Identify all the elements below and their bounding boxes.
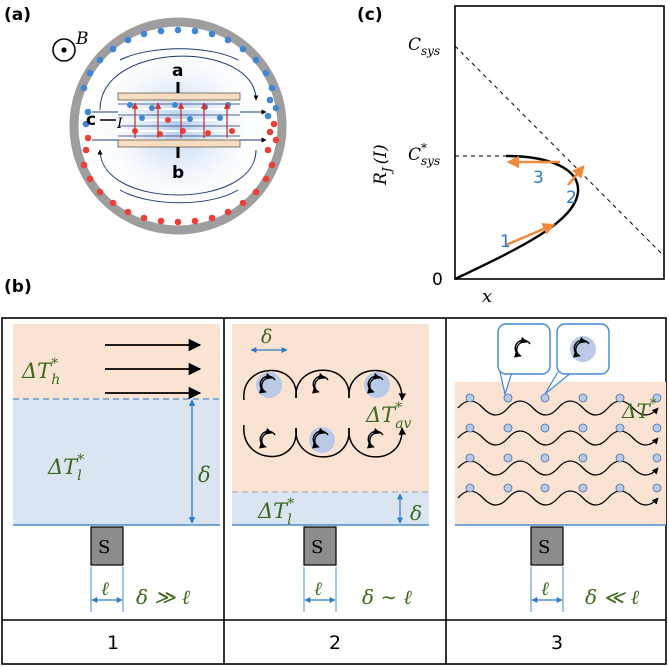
flow-arrows	[105, 338, 202, 400]
panel-c-label: (c)	[357, 5, 383, 25]
footer-label-2: 2	[329, 632, 341, 654]
x-axis-label: x	[482, 286, 492, 307]
delta-th-label: ΔT*h	[21, 356, 60, 388]
delta-tl-label: ΔT*l	[257, 496, 294, 528]
delta-t-label: ΔT*	[621, 397, 657, 423]
point-a-label: a	[172, 61, 183, 81]
panel-c: (c) 1 2 3 Csys C*sys 0 x RJ(I)	[357, 5, 665, 307]
sensor-label: S	[538, 537, 550, 558]
zoom-callouts	[497, 323, 610, 397]
delta-tav-label: ΔT*av	[365, 400, 412, 432]
arrow-1-label: 1	[500, 232, 511, 252]
current-arrows	[131, 102, 231, 138]
arrow-2	[567, 165, 585, 186]
y-axis-label: RJ(I)	[371, 144, 394, 186]
edge-flow-lines	[92, 48, 267, 204]
sensor-label: S	[311, 537, 323, 558]
column-1: ΔT*h ΔT*l δ S ℓ δ ≫ ℓ	[13, 324, 220, 612]
bottom-plate	[117, 139, 241, 148]
diagonal-guide	[454, 45, 665, 257]
footer-label-1: 1	[107, 632, 119, 654]
top-plate	[117, 92, 241, 101]
arrow-1	[505, 223, 556, 247]
channel-flow	[118, 103, 240, 137]
magnetic-field-out-of-page-icon	[52, 38, 76, 62]
arrow-2-label: 2	[566, 188, 577, 208]
cold-layer	[232, 492, 429, 525]
vortex-dots	[465, 393, 662, 493]
relation-label: δ ≫ ℓ	[136, 585, 191, 609]
panel-a-label: (a)	[4, 5, 31, 25]
csys-label: Csys	[408, 35, 440, 58]
column-3: ΔT* S ℓ δ ≪ ℓ	[455, 323, 666, 612]
delta-top-label: δ	[261, 326, 272, 348]
origin-label: 0	[432, 270, 443, 290]
delta-label: δ	[198, 463, 211, 487]
point-b-label: b	[172, 163, 184, 183]
ell-label: ℓ	[101, 578, 109, 600]
wire-label: I	[116, 116, 123, 132]
relation-label: δ ∼ ℓ	[362, 585, 413, 609]
plot-frame	[454, 5, 665, 280]
panel-b-label: (b)	[4, 277, 32, 297]
field-label: B	[75, 29, 89, 49]
arrow-3-label: 3	[533, 168, 544, 188]
point-c-label: c	[86, 110, 96, 130]
panel-b: (b) ΔT*h ΔT*l δ S ℓ δ ≫ ℓ	[1, 277, 667, 665]
relation-label: δ ≪ ℓ	[585, 585, 640, 609]
vortex-streamlines	[243, 369, 407, 458]
ell-label: ℓ	[314, 578, 322, 600]
sensor-label: S	[98, 537, 110, 558]
sensor	[303, 526, 337, 566]
delta-label: δ	[410, 501, 422, 525]
panel-a: (a) B	[4, 5, 287, 235]
column-2: δ ΔT*av ΔT*l δ S ℓ δ ∼ ℓ	[232, 324, 429, 612]
rj-curve	[454, 154, 580, 281]
csys-star-label: C*sys	[408, 141, 440, 168]
delta-tl-label: ΔT*l	[47, 452, 84, 484]
cold-layer	[13, 399, 220, 525]
footer-label-3: 3	[551, 632, 563, 654]
edge-charges	[80, 26, 280, 226]
hot-layer	[13, 324, 220, 399]
wavy-streamlines	[457, 400, 659, 506]
sensor	[530, 526, 564, 566]
sensor	[90, 526, 124, 566]
ell-label: ℓ	[541, 578, 549, 600]
